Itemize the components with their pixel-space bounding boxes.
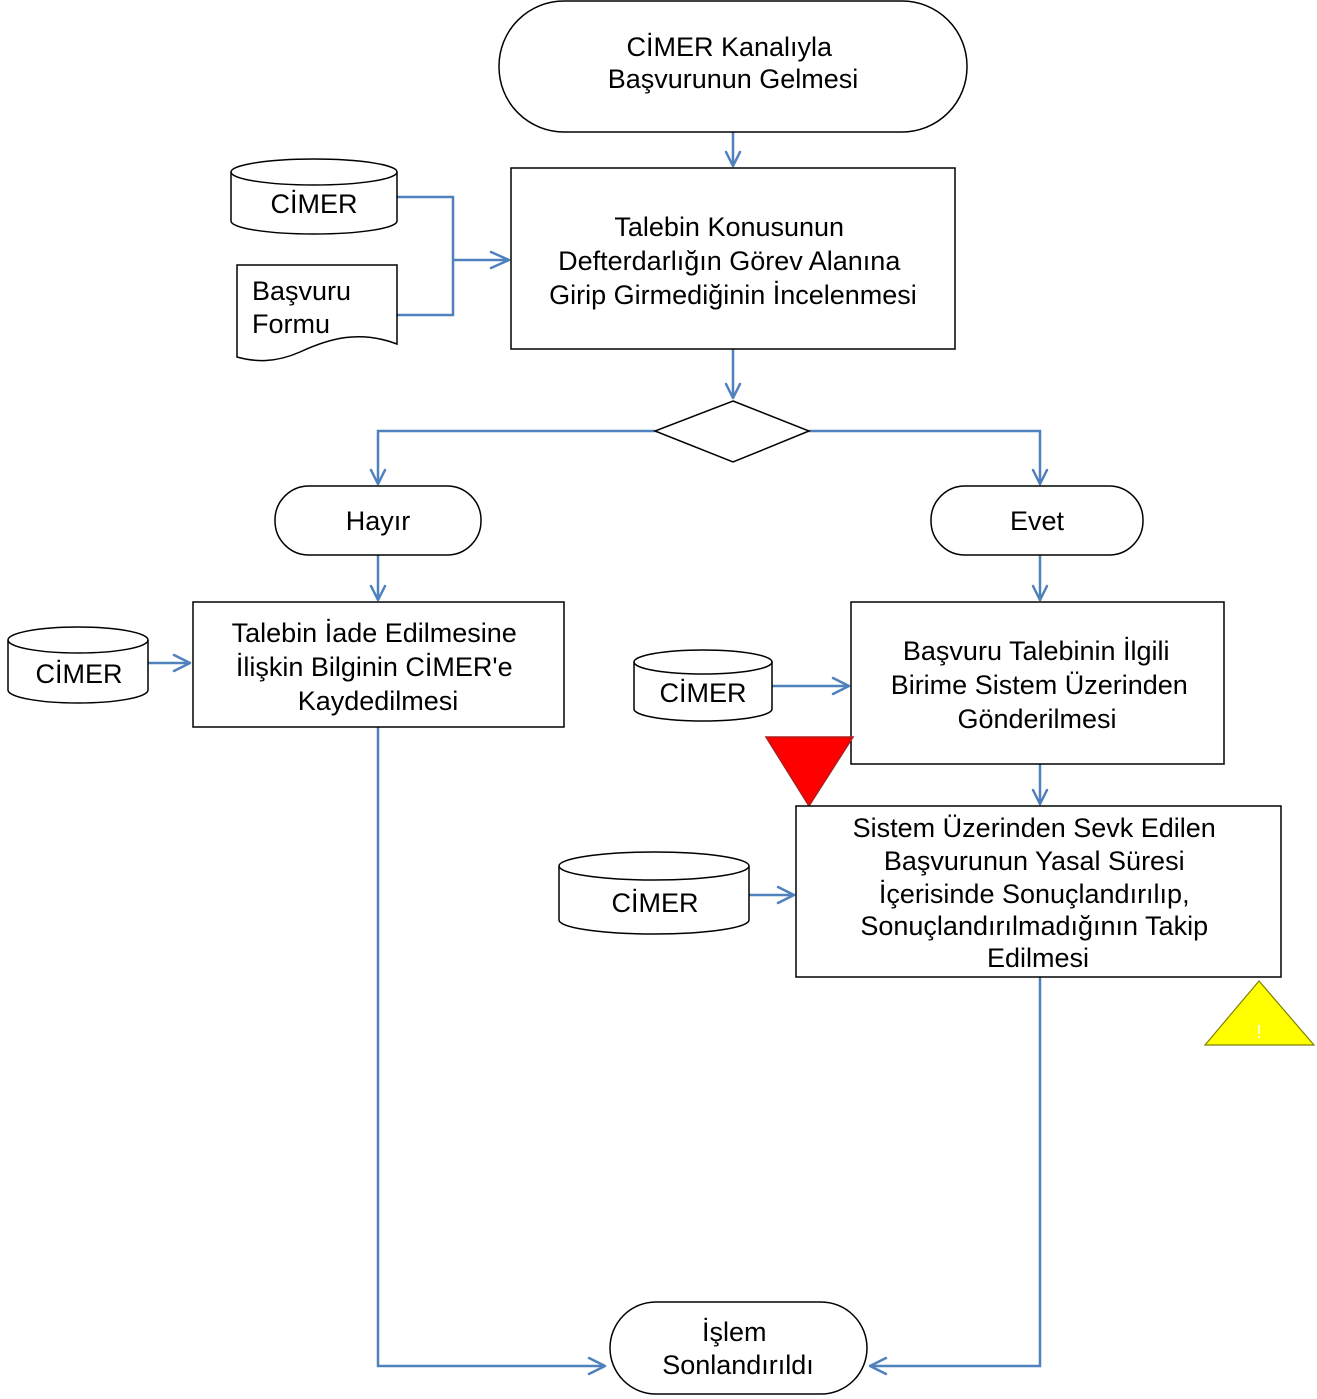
end-text: İşlem Sonlandırıldı xyxy=(662,1316,814,1380)
review-process-box: Talebin Konusunun Defterdarlığın Görev A… xyxy=(510,167,956,350)
application-form-document: Başvuru Formu xyxy=(236,264,398,362)
connectors xyxy=(148,132,1049,1376)
arrowhead-end-left xyxy=(587,1356,607,1376)
start-line-1: CİMER Kanalıyla xyxy=(626,31,833,62)
form-line-1: Başvuru xyxy=(252,276,351,306)
track-line-4: Sonuçlandırılmadığının Takip xyxy=(860,911,1208,941)
cimer-input-label: CİMER xyxy=(271,188,358,219)
forward-line-1: Başvuru Talebinin İlgili xyxy=(903,635,1170,666)
review-line-3: Girip Girmediğinin İncelenmesi xyxy=(549,279,917,310)
arrowhead-end-right xyxy=(868,1356,888,1376)
connector-track-to-end xyxy=(870,977,1042,1368)
arrowhead-decision xyxy=(724,382,742,400)
arrowhead-trackcimer xyxy=(776,885,796,905)
form-line-2: Formu xyxy=(252,309,330,339)
arrowhead-track xyxy=(1031,788,1049,806)
arrowhead-inputs xyxy=(489,250,511,270)
end-line-1: İşlem xyxy=(702,1316,767,1347)
review-line-2: Defterdarlığın Görev Alanına xyxy=(558,246,901,276)
track-cimer-label: CİMER xyxy=(612,887,699,918)
connector-decision-to-no xyxy=(376,429,655,484)
track-line-3: İçerisinde Sonuçlandırılıp, xyxy=(879,878,1190,909)
connector-cimer-to-review xyxy=(397,195,455,260)
caution-mark: ! xyxy=(1256,1022,1261,1042)
start-text: CİMER Kanalıyla Başvurunun Gelmesi xyxy=(608,31,859,94)
form-text: Başvuru Formu xyxy=(252,276,359,339)
arrowhead-forward xyxy=(1031,584,1049,602)
no-branch-terminator: Hayır xyxy=(274,485,482,556)
forward-unit-process-box: Başvuru Talebinin İlgili Birime Sistem Ü… xyxy=(850,601,1225,765)
end-terminator: İşlem Sonlandırıldı xyxy=(609,1301,868,1395)
yes-branch-label: Evet xyxy=(1010,506,1065,536)
return-record-text: Talebin İade Edilmesine İlişkin Bilginin… xyxy=(232,617,525,716)
review-text: Talebin Konusunun Defterdarlığın Görev A… xyxy=(549,212,917,310)
return-record-line-1: Talebin İade Edilmesine xyxy=(232,617,517,648)
tracking-text: Sistem Üzerinden Sevk Edilen Başvurunun … xyxy=(853,813,1224,973)
arrowhead-no xyxy=(369,468,387,486)
cimer-database-track: CİMER xyxy=(558,851,750,935)
forward-line-3: Gönderilmesi xyxy=(957,704,1116,734)
connector-decision-to-yes xyxy=(809,429,1042,484)
track-line-1: Sistem Üzerinden Sevk Edilen xyxy=(853,813,1216,843)
return-record-line-2: İlişkin Bilginin CİMER'e xyxy=(236,651,513,682)
tracking-process-box: Sistem Üzerinden Sevk Edilen Başvurunun … xyxy=(795,805,1282,978)
forward-unit-text: Başvuru Talebinin İlgili Birime Sistem Ü… xyxy=(891,635,1196,734)
cimer-database-input: CİMER xyxy=(230,158,398,235)
forward-line-2: Birime Sistem Üzerinden xyxy=(891,670,1188,700)
start-terminator: CİMER Kanalıyla Başvurunun Gelmesi xyxy=(498,0,968,133)
arrowhead-returncimer xyxy=(172,653,192,673)
cimer-database-return: CİMER xyxy=(7,626,149,704)
yellow-caution-triangle: ! xyxy=(1203,980,1316,1046)
track-line-2: Başvurunun Yasal Süresi xyxy=(884,846,1185,876)
end-line-2: Sonlandırıldı xyxy=(662,1350,814,1380)
connector-return-to-end xyxy=(376,727,605,1368)
cimer-database-forward: CİMER xyxy=(633,649,773,722)
no-branch-label: Hayır xyxy=(346,506,411,536)
return-record-line-3: Kaydedilmesi xyxy=(298,686,459,716)
return-cimer-label: CİMER xyxy=(36,658,123,689)
arrowhead-forwardcimer xyxy=(831,676,851,696)
review-line-1: Talebin Konusunun xyxy=(614,212,844,242)
connector-form-to-review xyxy=(397,260,455,317)
forward-cimer-label: CİMER xyxy=(660,677,747,708)
return-record-process-box: Talebin İade Edilmesine İlişkin Bilginin… xyxy=(192,601,565,728)
track-line-5: Edilmesi xyxy=(987,943,1089,973)
arrowhead-return xyxy=(369,584,387,602)
decision-diamond xyxy=(652,400,812,463)
arrowhead-review xyxy=(724,150,742,168)
start-line-2: Başvurunun Gelmesi xyxy=(608,64,859,94)
red-warning-triangle xyxy=(764,736,855,808)
arrowhead-yes xyxy=(1031,468,1049,486)
yes-branch-terminator: Evet xyxy=(930,485,1144,556)
